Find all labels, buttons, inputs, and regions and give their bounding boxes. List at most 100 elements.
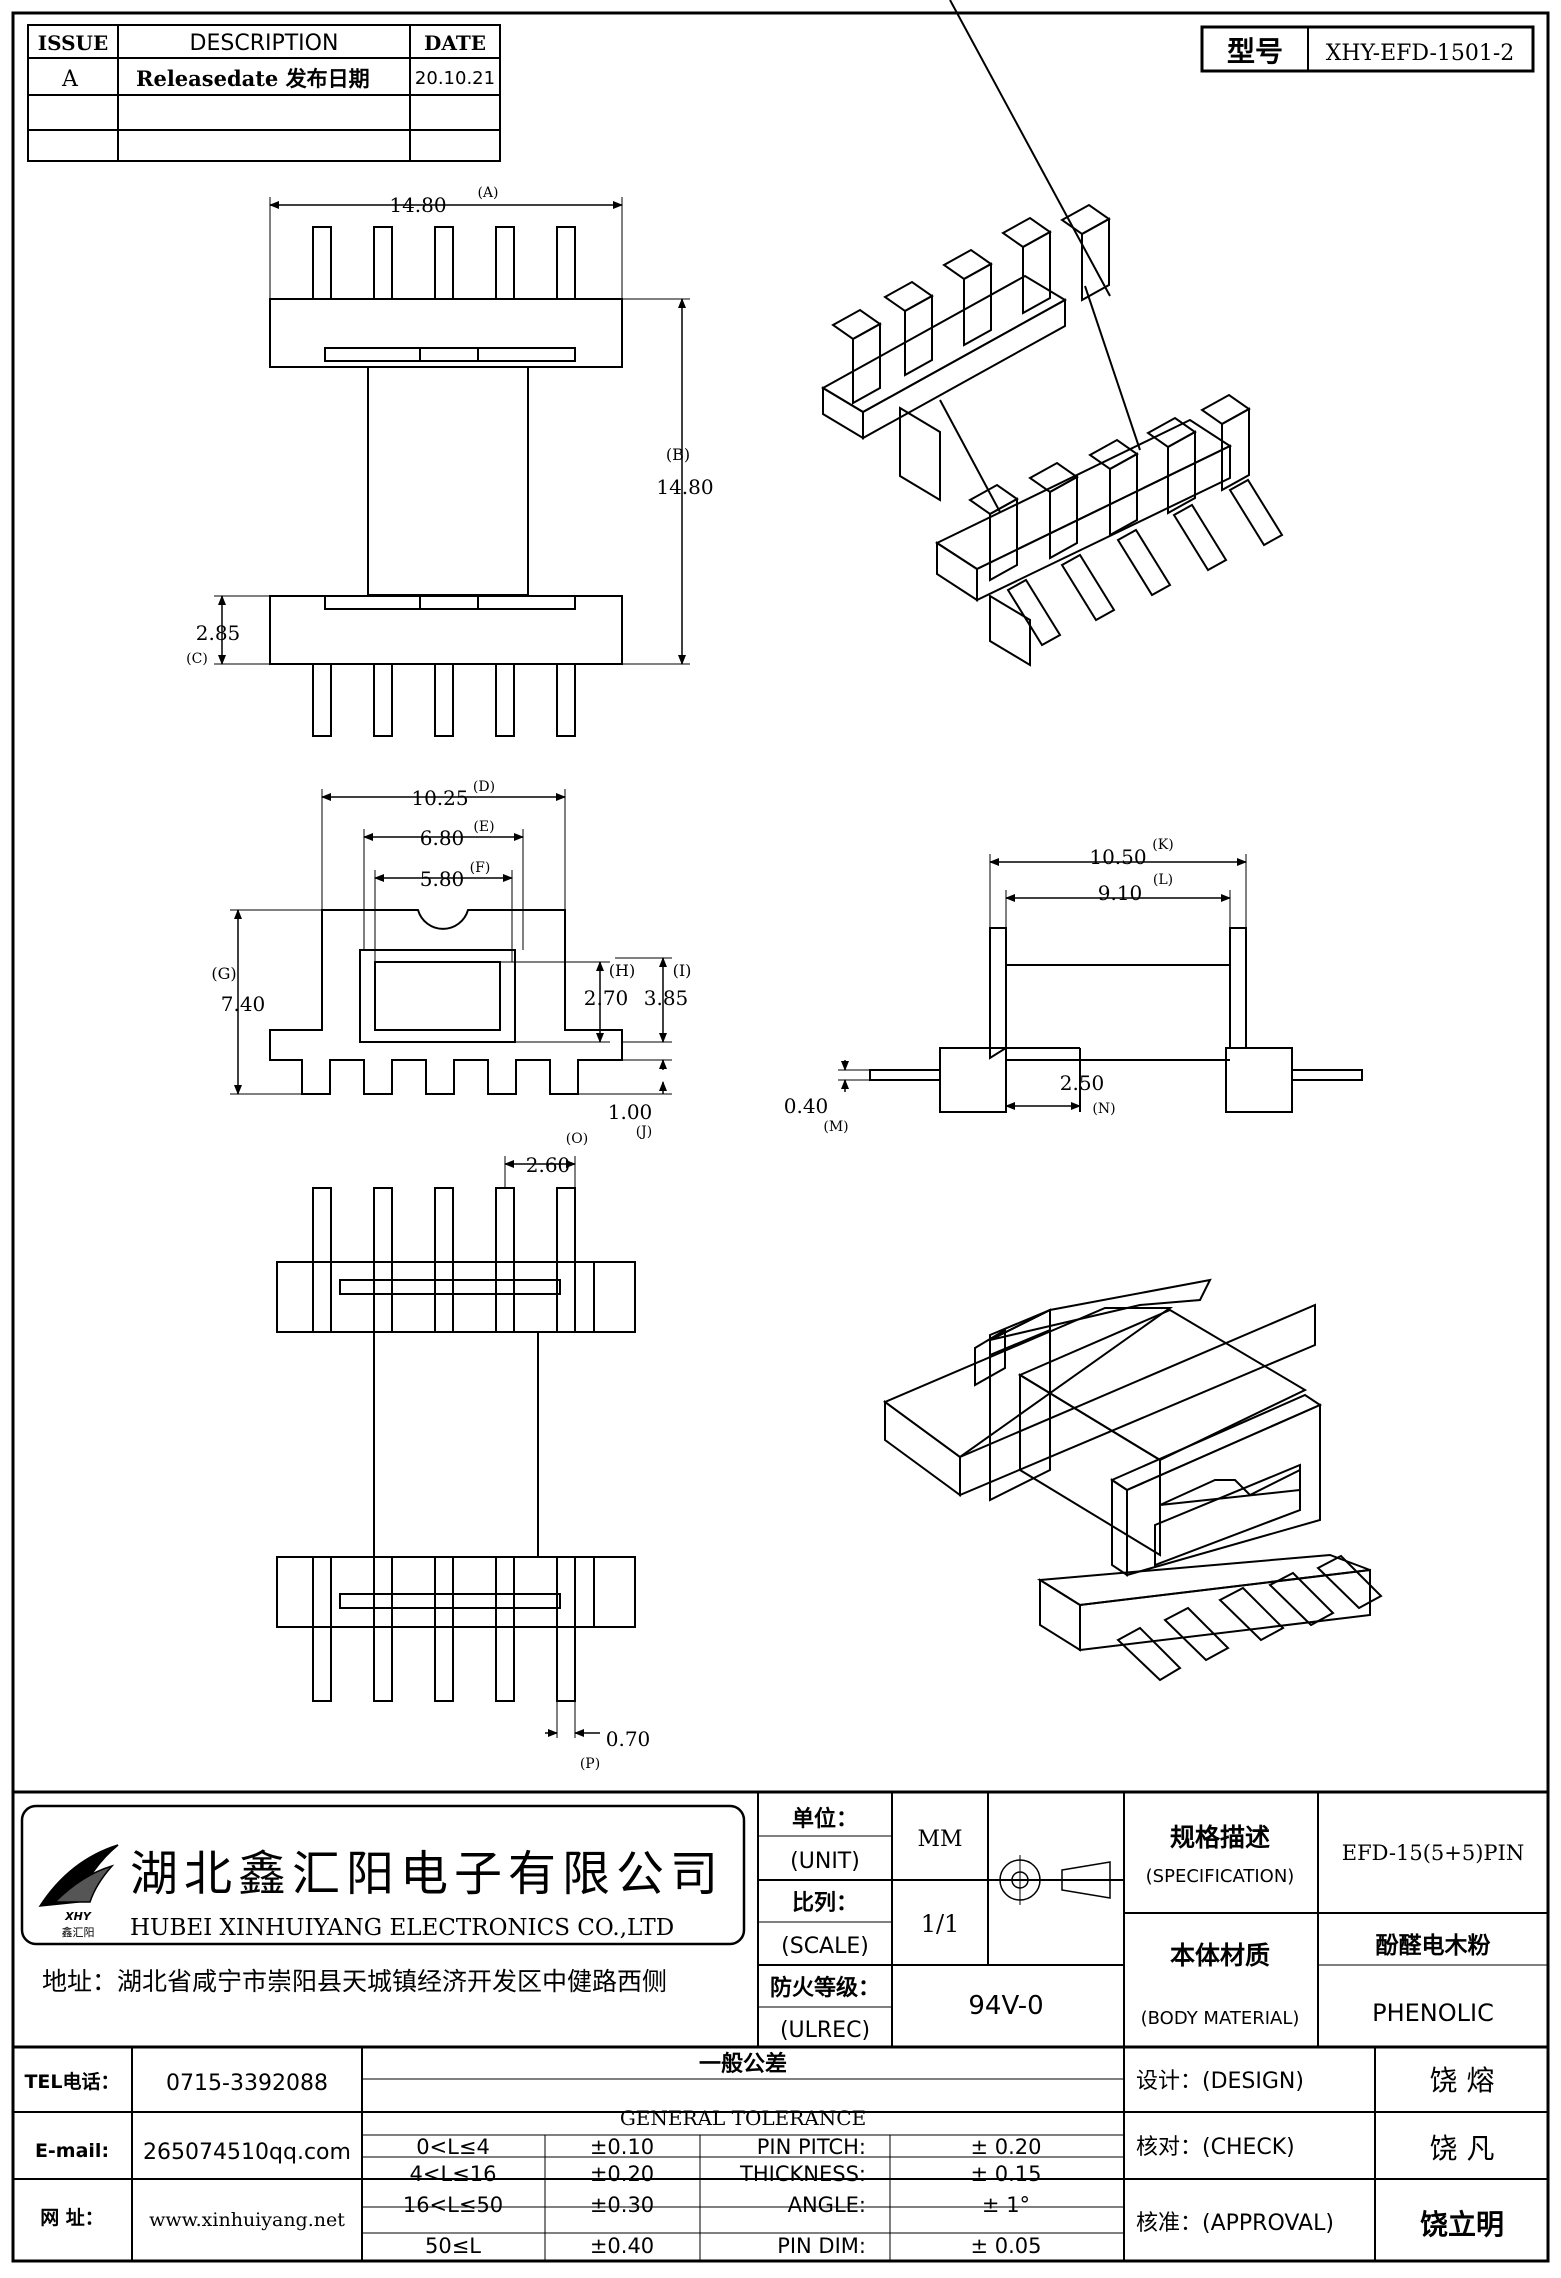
revision-header-date: DATE <box>424 31 486 55</box>
tolerance-range: 16<L≤50 <box>403 2193 503 2217</box>
material-value: PHENOLIC <box>1372 1999 1494 2027</box>
revision-issue: A <box>61 67 79 92</box>
tolerance-item: ANGLE: <box>788 2193 866 2217</box>
dim-a-value: 14.80 <box>389 193 446 217</box>
approval-name: 饶立明 <box>1420 2208 1504 2241</box>
dim-k-ref: (K) <box>1152 837 1173 853</box>
tolerance-value: ±0.20 <box>590 2162 654 2186</box>
dim-b-value: 14.80 <box>656 475 713 499</box>
logo-text: XHY <box>64 1910 92 1923</box>
dim-n-value: 2.50 <box>1060 1071 1105 1095</box>
tolerance-item: PIN DIM: <box>777 2234 866 2258</box>
material-cn: 酚醛电木粉 <box>1376 1933 1491 1959</box>
dim-h-value: 2.70 <box>584 986 629 1010</box>
tolerance-range: 0<L≤4 <box>416 2135 490 2159</box>
dim-i-ref: (I) <box>673 961 692 980</box>
unit-label-en: (UNIT) <box>790 1849 860 1874</box>
dim-m-value: 0.40 <box>784 1094 829 1118</box>
dim-f-ref: (F) <box>470 860 491 876</box>
dim-p-ref: (P) <box>580 1756 600 1772</box>
top-view <box>214 197 690 737</box>
company-name-en: HUBEI XINHUIYANG ELECTRONICS CO.,LTD <box>130 1915 674 1941</box>
dim-o-ref: (O) <box>566 1131 588 1147</box>
material-label-en: (BODY MATERIAL) <box>1141 2008 1300 2029</box>
tolerance-item-value: ± 0.05 <box>970 2234 1041 2258</box>
dim-p-value: 0.70 <box>606 1727 651 1751</box>
dim-j-value: 1.00 <box>608 1100 653 1124</box>
revision-table <box>27 24 501 162</box>
tolerance-item: PIN PITCH: <box>757 2135 866 2159</box>
tolerance-value: ±0.40 <box>590 2234 654 2258</box>
tolerance-item-value: ± 0.20 <box>970 2135 1041 2159</box>
web-value: www.xinhuiyang.net <box>149 2209 345 2231</box>
spec-label: 规格描述 <box>1170 1823 1270 1852</box>
side-view <box>838 854 1363 1113</box>
bottom-view <box>276 1156 636 1738</box>
web-label: 网 址： <box>40 2207 104 2229</box>
dim-l-ref: (L) <box>1153 872 1173 888</box>
tolerance-table: 0<L≤4 ±0.10 PIN PITCH: ± 0.20 4<L≤16 ±0.20 THI… <box>403 2135 1042 2258</box>
scale-label: 比列： <box>792 1891 858 1916</box>
revision-header-description: DESCRIPTION <box>190 31 339 56</box>
tel-label: TEL电话： <box>24 2070 119 2093</box>
design-name: 饶 熔 <box>1430 2064 1495 2097</box>
tolerance-title-cn: 一般公差 <box>699 2051 787 2077</box>
design-label: 设计：(DESIGN) <box>1136 2069 1304 2094</box>
model-box <box>1200 25 1535 73</box>
company-logo <box>38 1844 119 1907</box>
sheet-border <box>11 11 1550 2263</box>
spec-label-en: (SPECIFICATION) <box>1146 1866 1295 1887</box>
dim-j-ref: (J) <box>636 1124 653 1140</box>
tolerance-item-value: ± 1° <box>982 2193 1030 2217</box>
ul-label: 防火等级： <box>770 1975 880 2001</box>
approval-label: 核准：(APPROVAL) <box>1136 2211 1334 2236</box>
dim-b-ref: (B) <box>666 445 690 464</box>
dim-n-ref: (N) <box>1092 1101 1115 1117</box>
unit-value: MM <box>917 1827 962 1852</box>
tolerance-title-en: GENERAL TOLERANCE <box>620 2106 866 2130</box>
dim-g-ref: (G) <box>211 964 236 983</box>
dim-l-value: 9.10 <box>1098 881 1143 905</box>
revision-description: Releasedate 发布日期 <box>136 66 370 91</box>
scale-label-en: (SCALE) <box>781 1934 869 1959</box>
ul-label-en: (ULREC) <box>780 2018 870 2043</box>
dim-e-ref: (E) <box>473 819 494 835</box>
revision-date: 20.10.21 <box>415 68 495 89</box>
tolerance-value: ±0.30 <box>590 2193 654 2217</box>
dim-c-ref: (C) <box>186 651 208 667</box>
dim-g-value: 7.40 <box>221 992 266 1016</box>
dim-d-ref: (D) <box>473 779 495 795</box>
tolerance-value: ±0.10 <box>590 2135 654 2159</box>
model-number: XHY-EFD-1501-2 <box>1326 41 1515 66</box>
tel-value: 0715-3392088 <box>166 2071 328 2096</box>
dim-i-value: 3.85 <box>644 986 689 1010</box>
company-address: 地址：湖北省咸宁市崇阳县天城镇经济开发区中健路西侧 <box>42 1967 667 1996</box>
check-label: 核对：(CHECK) <box>1136 2135 1295 2160</box>
unit-label: 单位： <box>792 1806 858 1832</box>
isometric-view-bottom <box>882 1278 1383 1682</box>
tolerance-item: THICKNESS: <box>739 2162 866 2186</box>
scale-value: 1/1 <box>921 1910 960 1938</box>
dim-o-value: 2.60 <box>526 1153 571 1177</box>
dim-d-value: 10.25 <box>411 786 468 810</box>
tolerance-range: 4<L≤16 <box>410 2162 497 2186</box>
tolerance-range: 50≤L <box>425 2234 481 2258</box>
material-label: 本体材质 <box>1170 1941 1270 1970</box>
tolerance-item-value: ± 0.15 <box>970 2162 1041 2186</box>
dim-e-value: 6.80 <box>420 826 465 850</box>
dim-a-ref: (A) <box>477 185 498 201</box>
end-view <box>230 789 672 1095</box>
dim-m-ref: (M) <box>823 1119 848 1135</box>
check-name: 饶 凡 <box>1430 2132 1495 2165</box>
isometric-view-top <box>820 0 1284 667</box>
email-value: 265074510qq.com <box>143 2140 351 2165</box>
dim-h-ref: (H) <box>609 961 635 980</box>
dim-c-value: 2.85 <box>196 621 241 645</box>
revision-header-issue: ISSUE <box>38 31 109 55</box>
model-label: 型号 <box>1227 35 1283 68</box>
spec-value: EFD-15(5+5)PIN <box>1342 1841 1524 1865</box>
projection-symbol <box>995 1855 1111 1905</box>
dim-k-value: 10.50 <box>1089 845 1146 869</box>
